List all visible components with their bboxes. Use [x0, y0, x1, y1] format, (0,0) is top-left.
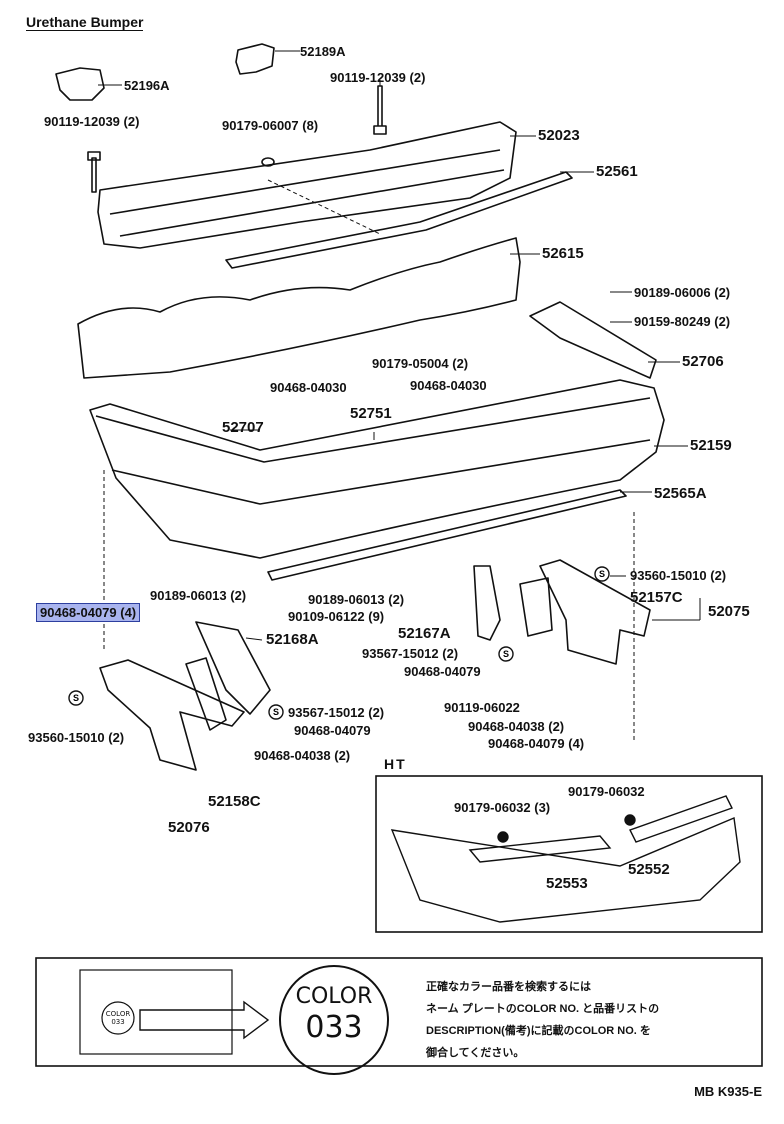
- name-plate-shape: [79, 969, 233, 1055]
- label-52707[interactable]: 52707: [222, 419, 264, 436]
- label-52076[interactable]: 52076: [168, 819, 210, 836]
- svg-text:S: S: [599, 569, 605, 579]
- color-badge: COLOR 033: [280, 984, 388, 1046]
- label-90468-04079-highlighted[interactable]: 90468-04079 (4): [36, 603, 141, 622]
- plate-color-mark: COLOR 033: [98, 1010, 138, 1026]
- color-panel-frame: [35, 957, 763, 1067]
- ht-52552-shape: [629, 795, 733, 843]
- bracket-52189A-shape: [235, 43, 275, 75]
- label-90119-12039-left[interactable]: 90119-12039 (2): [44, 114, 140, 129]
- s-mark-left-icon: [68, 690, 84, 706]
- label-90109-06122[interactable]: 90109-06122 (9): [288, 609, 385, 624]
- plate-color-word: COLOR: [105, 1010, 131, 1018]
- ht-inset-frame: [375, 775, 763, 933]
- bolt-90119-left-shape: [87, 151, 101, 193]
- diagram-title: Urethane Bumper: [26, 14, 144, 31]
- label-52168A[interactable]: 52168A: [266, 631, 319, 648]
- label-90468-04038-left[interactable]: 90468-04038 (2): [254, 748, 351, 763]
- bolt-90119-top-shape: [373, 85, 387, 135]
- color-badge-word: COLOR: [295, 984, 373, 1009]
- label-90119-06022[interactable]: 90119-06022: [444, 700, 520, 715]
- label-90119-12039-top[interactable]: 90119-12039 (2): [330, 70, 426, 85]
- svg-text:S: S: [503, 649, 509, 659]
- label-93567-15012-mid[interactable]: 93567-15012 (2): [362, 646, 459, 661]
- ht-cover-shape: [390, 817, 741, 923]
- label-52615[interactable]: 52615: [542, 245, 584, 262]
- label-ht-90179-06032-left[interactable]: 90179-06032 (3): [454, 800, 551, 815]
- label-52075[interactable]: 52075: [708, 603, 750, 620]
- bracket-52158C-shape: [185, 657, 227, 731]
- support-52167A-shape: [473, 565, 501, 641]
- label-52561[interactable]: 52561: [596, 163, 638, 180]
- ht-heading: HT: [384, 756, 407, 772]
- color-note-line-1: 正確なカラー品番を検索するには: [426, 981, 591, 993]
- label-90468-04030-left[interactable]: 90468-04030: [270, 380, 347, 395]
- label-90189-06006[interactable]: 90189-06006 (2): [634, 285, 731, 300]
- label-52157C[interactable]: 52157C: [630, 589, 683, 606]
- nut-90179-06007-shape: [261, 157, 275, 167]
- absorber-52615-shape: [77, 237, 521, 379]
- bracket-52157C-shape: [519, 577, 553, 637]
- support-52168A-shape: [195, 621, 271, 715]
- label-52159[interactable]: 52159: [690, 437, 732, 454]
- color-badge-number: 033: [305, 1010, 363, 1045]
- label-52167A[interactable]: 52167A: [398, 625, 451, 642]
- label-93567-15012-center[interactable]: 93567-15012 (2): [288, 705, 385, 720]
- label-52565A[interactable]: 52565A: [654, 485, 707, 502]
- diagram-code: MB K935-E: [694, 1084, 762, 1099]
- label-52751[interactable]: 52751: [350, 405, 392, 422]
- label-ht-90179-06032-right[interactable]: 90179-06032: [568, 784, 645, 799]
- strip-52565A-shape: [267, 489, 627, 581]
- label-90468-04038-right[interactable]: 90468-04038 (2): [468, 719, 565, 734]
- s-mark-center-icon: [268, 704, 284, 720]
- arrow-right-icon: [139, 1000, 270, 1040]
- color-badge-circle: [279, 965, 389, 1075]
- label-90468-04079-mid[interactable]: 90468-04079: [404, 664, 481, 679]
- label-90179-05004[interactable]: 90179-05004 (2): [372, 356, 469, 371]
- label-93560-15010-right[interactable]: 93560-15010 (2): [630, 568, 727, 583]
- label-90468-04030-right[interactable]: 90468-04030: [410, 378, 487, 393]
- label-52706[interactable]: 52706: [682, 353, 724, 370]
- plate-color-number: 033: [111, 1018, 125, 1026]
- retainer-52561-shape: [225, 171, 573, 269]
- label-90468-04079-right[interactable]: 90468-04079 (4): [488, 736, 585, 751]
- label-90189-06013-left[interactable]: 90189-06013 (2): [150, 588, 247, 603]
- color-note-line-2: ネーム プレートのCOLOR NO. と品番リストの: [426, 1003, 660, 1015]
- color-note-line-3: DESCRIPTION(備考)に記載のCOLOR NO. を: [426, 1025, 651, 1037]
- label-90189-06013-right[interactable]: 90189-06013 (2): [308, 592, 405, 607]
- label-52158C[interactable]: 52158C: [208, 793, 261, 810]
- label-ht-52552[interactable]: 52552: [628, 861, 670, 878]
- label-52189A[interactable]: 52189A: [300, 44, 346, 59]
- label-52196A[interactable]: 52196A: [124, 78, 170, 93]
- bracket-52076-shape: [99, 659, 245, 771]
- label-90179-06007[interactable]: 90179-06007 (8): [222, 118, 319, 133]
- retainer-52706-shape: [529, 301, 657, 379]
- s-mark-mid-icon: [498, 646, 514, 662]
- bracket-52075-shape: [539, 559, 651, 665]
- cover-52159-shape: [89, 379, 665, 559]
- label-90468-04079-center[interactable]: 90468-04079: [294, 723, 371, 738]
- label-90159-80249[interactable]: 90159-80249 (2): [634, 314, 731, 329]
- s-mark-right-icon: [594, 566, 610, 582]
- label-93560-15010-left[interactable]: 93560-15010 (2): [28, 730, 125, 745]
- svg-text:S: S: [73, 693, 79, 703]
- label-ht-52553[interactable]: 52553: [546, 875, 588, 892]
- label-52023[interactable]: 52023: [538, 127, 580, 144]
- svg-text:S: S: [273, 707, 279, 717]
- ht-52553-shape: [468, 835, 612, 863]
- bracket-52196A-shape: [55, 67, 105, 101]
- reinforcement-52023-shape: [97, 121, 517, 249]
- color-note-line-4: 御合してください。: [426, 1047, 525, 1059]
